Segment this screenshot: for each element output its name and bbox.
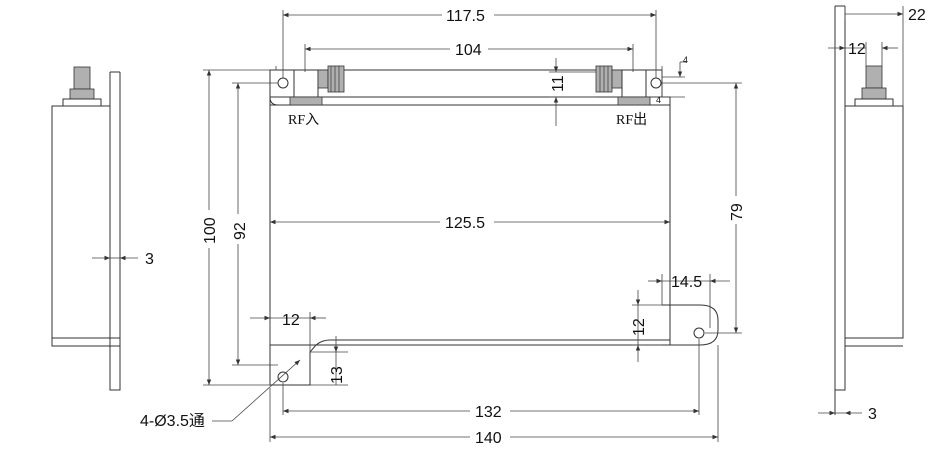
- dim-body-width: 125.5: [445, 215, 485, 232]
- dim-connector-spacing: 104: [455, 42, 482, 59]
- mounting-hole-top-right: [650, 77, 662, 89]
- main-face: [269, 104, 671, 346]
- dim-top-width: 117.5: [446, 8, 485, 25]
- dim-corner-offset-x: 4: [683, 55, 688, 65]
- mounting-hole-bottom-left: [277, 371, 289, 383]
- right-tab: [662, 304, 719, 346]
- rf-in-connector: [289, 65, 345, 106]
- left-side-connector: [73, 66, 91, 90]
- front-dimensions: 117.5 104 11 4 4 100 92: [140, 8, 746, 447]
- dim-right-depth: 22: [908, 7, 926, 24]
- dim-hole-spacing: 132: [475, 404, 502, 421]
- dim-right-hole-height: 79: [729, 203, 746, 221]
- dim-overall-width: 140: [475, 430, 502, 447]
- dim-left-thickness: 3: [145, 251, 154, 268]
- rf-out-label: RF出: [616, 112, 647, 128]
- right-side-connector: [865, 65, 883, 89]
- dim-overall-height: 100: [202, 217, 219, 244]
- dim-left-tab-width: 12: [282, 312, 300, 329]
- left-side-body: [51, 105, 111, 347]
- dim-tab-width: 14.5: [671, 274, 702, 291]
- dim-inner-height: 92: [232, 222, 249, 240]
- right-side-body: [844, 105, 904, 339]
- left-side-view: 3: [51, 66, 154, 391]
- dim-right-connector: 12: [848, 41, 866, 58]
- rf-in-label: RF入: [288, 113, 319, 128]
- rf-out-connector: [595, 65, 651, 106]
- dim-corner-offset-y: 4: [656, 95, 661, 105]
- dim-tab-height: 12: [631, 318, 648, 336]
- mounting-hole-top-left: [277, 77, 289, 89]
- right-side-view: 22 12 3: [818, 5, 926, 423]
- dim-left-tab-height: 13: [329, 366, 346, 384]
- mounting-hole-bottom-right: [693, 327, 705, 339]
- front-view: RF入 RF出: [269, 65, 719, 386]
- dim-connector-height: 11: [550, 75, 567, 92]
- hole-note: 4-Ø3.5通: [140, 412, 205, 430]
- dim-right-thickness: 3: [868, 406, 877, 423]
